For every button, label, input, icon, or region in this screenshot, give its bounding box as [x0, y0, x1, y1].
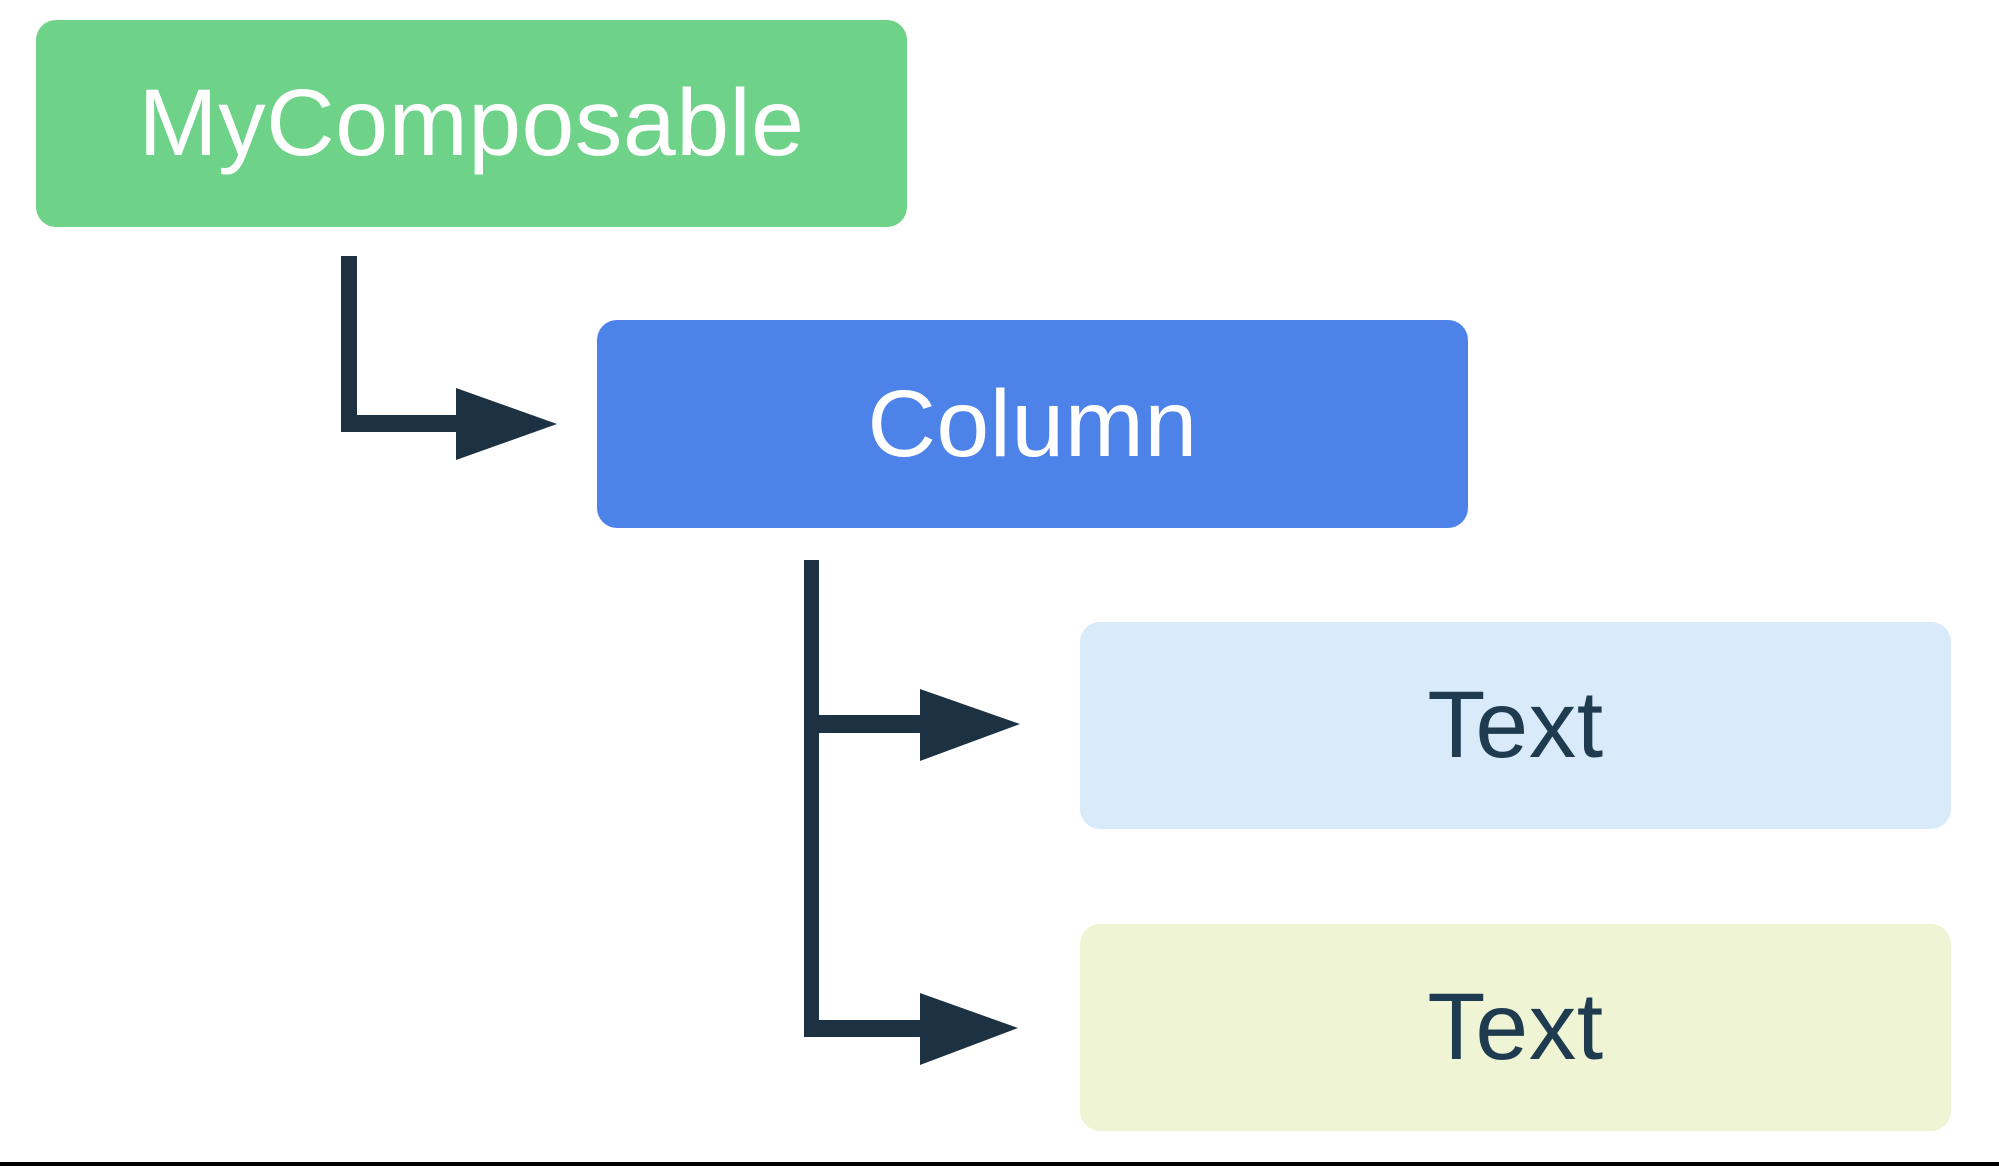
node-column-label: Column — [867, 370, 1198, 477]
bottom-border-rule — [0, 1162, 1999, 1166]
node-text-1: Text — [1080, 622, 1951, 829]
node-mycomposable: MyComposable — [36, 20, 907, 227]
node-mycomposable-label: MyComposable — [138, 70, 805, 176]
arrow-mycomposable-to-column-icon — [341, 256, 557, 460]
node-text-1-label: Text — [1427, 672, 1604, 778]
node-text-2-label: Text — [1427, 974, 1604, 1080]
node-column: Column — [597, 320, 1468, 528]
arrow-column-to-text-nodes-icon — [804, 560, 1020, 1065]
node-text-2: Text — [1080, 924, 1951, 1131]
